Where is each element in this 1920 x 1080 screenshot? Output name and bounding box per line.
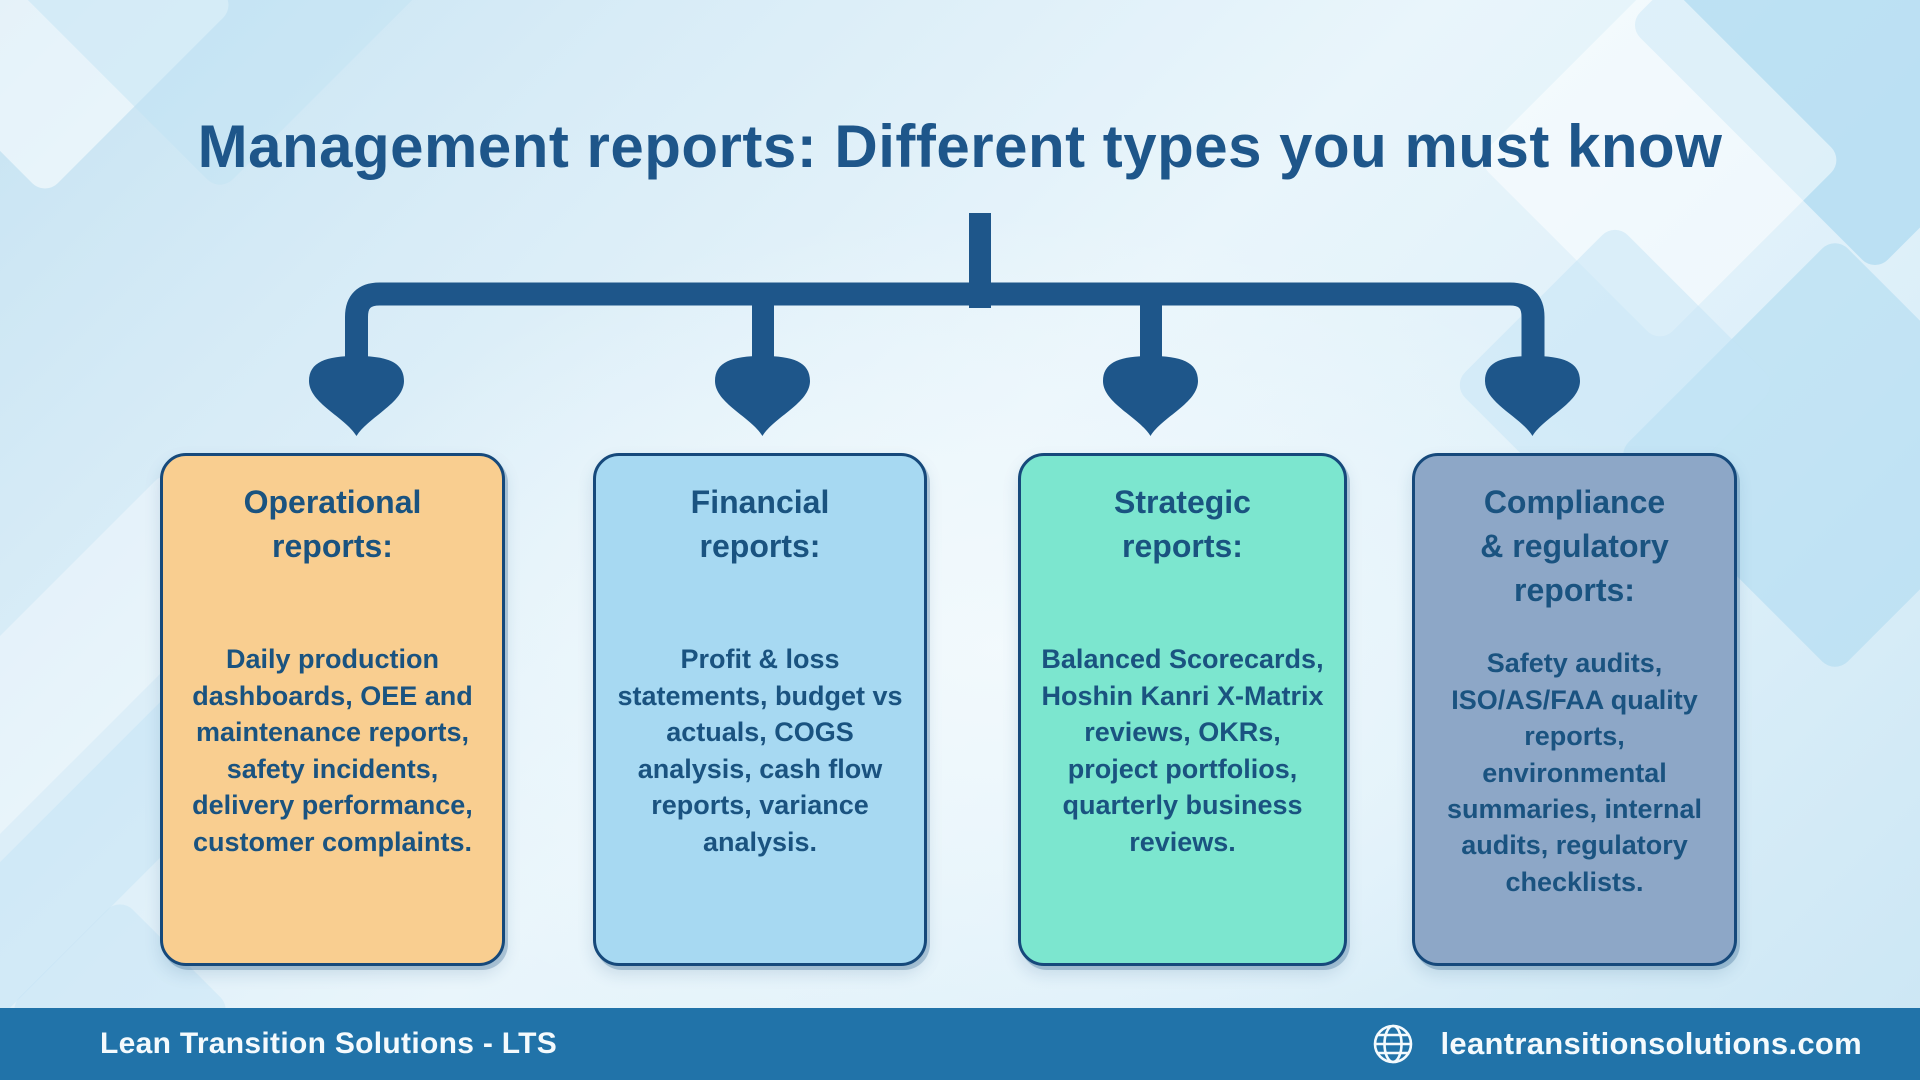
page-title: Management reports: Different types you … bbox=[197, 113, 1723, 180]
card-compliance-regulatory-reports: Compliance & regulatory reports: Safety … bbox=[1412, 453, 1737, 966]
globe-icon bbox=[1373, 1024, 1412, 1064]
card-body: Safety audits, ISO/AS/FAA quality report… bbox=[1446, 648, 1703, 897]
tree-stem bbox=[969, 213, 991, 308]
down-arrow-icon bbox=[309, 356, 404, 436]
card-financial-reports: Financial reports: Profit & loss stateme… bbox=[593, 453, 927, 966]
footer-website-group: leantransitionsolutions.com bbox=[1371, 1022, 1862, 1066]
card-heading: Financial reports: bbox=[690, 484, 830, 565]
card-body: Balanced Scorecards, Hoshin Kanri X-Matr… bbox=[1041, 644, 1324, 857]
card-body: Profit & loss statements, budget vs actu… bbox=[617, 644, 903, 857]
footer-website: leantransitionsolutions.com bbox=[1440, 1026, 1862, 1061]
tree-bar bbox=[345, 282, 1545, 380]
tree-stem bbox=[752, 298, 774, 374]
card-heading: Operational reports: bbox=[243, 484, 422, 565]
card-heading: Strategic reports: bbox=[1114, 484, 1251, 565]
footer-bar: Lean Transition Solutions - LTS leantran… bbox=[0, 1008, 1920, 1080]
card-body: Daily production dashboards, OEE and mai… bbox=[192, 644, 473, 857]
down-arrow-icon bbox=[1103, 356, 1198, 436]
tree-stem bbox=[1140, 298, 1162, 374]
card-operational-reports: Operational reports: Daily production da… bbox=[160, 453, 505, 966]
footer-brand: Lean Transition Solutions - LTS bbox=[100, 1027, 558, 1060]
card-heading: Compliance & regulatory reports: bbox=[1480, 484, 1669, 609]
down-arrow-icon bbox=[715, 356, 810, 436]
card-strategic-reports: Strategic reports: Balanced Scorecards, … bbox=[1018, 453, 1347, 966]
